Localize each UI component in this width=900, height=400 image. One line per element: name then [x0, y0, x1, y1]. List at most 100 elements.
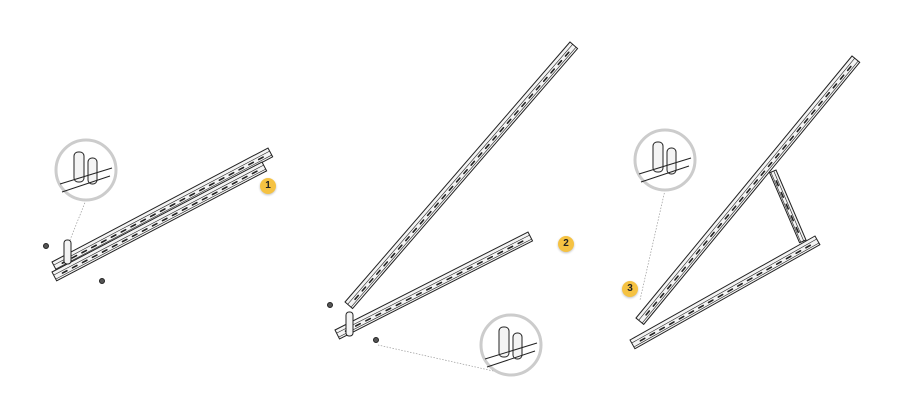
rail-slot: [818, 100, 823, 107]
step-2-badge: 2: [558, 236, 574, 252]
detail-circle: [54, 138, 118, 202]
rail-slot: [695, 249, 701, 255]
rail-slot: [368, 277, 374, 284]
rail-slot: [91, 254, 98, 259]
detail-circle: [479, 313, 543, 377]
rail-slot: [426, 210, 432, 217]
rail-slot: [535, 85, 541, 91]
rail-slot: [564, 51, 570, 57]
rail-slot: [746, 187, 751, 194]
rail-edge: [53, 150, 270, 266]
rail-slot: [775, 180, 780, 187]
rail-slot: [810, 109, 816, 115]
rail-slot: [639, 337, 646, 342]
rail-slot: [390, 252, 396, 259]
rail-slot: [405, 297, 412, 301]
rail-slot: [415, 291, 422, 296]
rail-slot: [702, 240, 708, 246]
rail-edge: [61, 175, 111, 193]
rail-edge: [641, 60, 859, 324]
rail-slot: [542, 76, 548, 83]
rail-slot: [120, 228, 127, 233]
rail-slot: [476, 261, 483, 265]
rail-slot: [698, 304, 704, 309]
rail-slot: [668, 321, 675, 326]
rail-slot: [110, 234, 117, 239]
rail-slot: [395, 302, 402, 307]
rail-slot: [645, 310, 651, 316]
rail-slot: [780, 191, 785, 199]
rail-slot: [803, 118, 809, 124]
rail-slot: [241, 175, 248, 180]
rail-slot: [649, 332, 656, 337]
rail-slot: [81, 249, 88, 254]
rail-slot: [717, 293, 724, 298]
rail-slot: [121, 238, 128, 243]
rail-edge: [640, 165, 690, 183]
step1-rail-front: [51, 161, 268, 282]
step3-brace: [768, 169, 807, 244]
rail-slot: [221, 186, 228, 191]
leader-line: [639, 189, 666, 301]
rail-slot: [790, 215, 795, 222]
rail-slot: [365, 317, 372, 322]
rail-slot: [767, 161, 773, 168]
rail-slot: [231, 180, 238, 185]
rail-slot: [760, 170, 766, 176]
rail-slot: [61, 269, 68, 274]
rail-edge: [638, 58, 855, 321]
rail-slot: [71, 254, 78, 259]
rail-slot: [756, 271, 763, 276]
rail-slot: [191, 201, 198, 206]
rail-slot: [521, 101, 527, 108]
bracket-plate: [87, 157, 98, 185]
detail-circle: [633, 128, 697, 192]
rail-slot: [248, 161, 255, 166]
rail-slot: [455, 177, 461, 183]
rail-slot: [238, 166, 245, 171]
rail-slot: [159, 208, 166, 213]
step3-long-rail: [635, 55, 861, 326]
rail-slot: [477, 152, 483, 158]
rail-slot: [161, 217, 168, 222]
rail-edge: [55, 154, 272, 270]
rail-slot: [141, 228, 148, 232]
rail-slot: [257, 156, 264, 161]
rail-edge: [55, 168, 266, 280]
step2-long-rail: [344, 41, 579, 310]
rail-slot: [717, 222, 723, 229]
rail-slot: [385, 307, 392, 312]
rail-slot: [441, 194, 447, 200]
rail-slot: [151, 222, 158, 227]
rail-slot: [169, 202, 176, 207]
rail-slot: [419, 219, 425, 225]
rail-edge: [338, 238, 532, 338]
rail-slot: [846, 65, 852, 72]
rail-slot: [181, 207, 188, 212]
rail-slot: [448, 185, 454, 192]
rail-edge: [350, 47, 577, 308]
rail-slot: [111, 243, 118, 248]
rail-slot: [795, 226, 800, 234]
rail-edge: [773, 170, 805, 242]
rail-slot: [171, 212, 178, 217]
bracket-plate: [73, 151, 85, 183]
rail-slot: [211, 191, 218, 196]
rail-slot: [101, 248, 108, 253]
rail-slot: [507, 245, 514, 250]
rail-slot: [426, 286, 433, 291]
rail-slot: [506, 118, 512, 124]
rail-slot: [484, 143, 490, 150]
rail-edge: [770, 172, 802, 243]
rail-slot: [397, 244, 403, 250]
rail-slot: [201, 196, 208, 201]
rail-body: [344, 41, 579, 310]
rail-slot: [550, 68, 556, 74]
rail-slot: [463, 168, 468, 175]
rail-slot: [513, 110, 519, 116]
rail-slot: [383, 261, 389, 267]
rail-slot: [130, 223, 137, 228]
rail-slot: [486, 255, 494, 260]
leader-line: [69, 199, 87, 241]
